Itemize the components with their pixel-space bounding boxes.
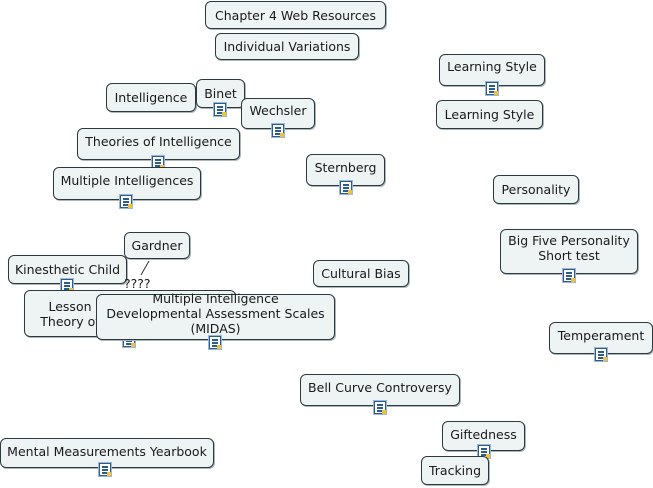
- node-mental-measurements[interactable]: Mental Measurements Yearbook: [0, 438, 214, 468]
- note-icon[interactable]: [272, 124, 284, 137]
- node-personality-label: Personality: [501, 182, 571, 197]
- node-learning-style-2-label: Learning Style: [444, 107, 535, 122]
- node-midas-label: Multiple Intelligence Developmental Asse…: [106, 290, 325, 336]
- note-icon[interactable]: [486, 82, 498, 95]
- node-personality[interactable]: Personality: [493, 175, 579, 204]
- node-lesson-line2: Theory of: [40, 313, 100, 329]
- node-binet-label: Binet: [204, 86, 237, 101]
- node-cultural-bias[interactable]: Cultural Bias: [313, 260, 409, 287]
- node-temperament-label: Temperament: [557, 327, 645, 343]
- node-kinesthetic-child[interactable]: Kinesthetic Child: [8, 255, 127, 284]
- node-gardner-label: Gardner: [131, 238, 183, 253]
- node-theories-of-intelligence-label: Theories of Intelligence: [85, 133, 232, 149]
- node-giftedness-label: Giftedness: [450, 426, 517, 442]
- note-icon[interactable]: [214, 103, 226, 116]
- note-icon[interactable]: [99, 463, 111, 476]
- node-multiple-intelligences[interactable]: Multiple Intelligences: [53, 167, 201, 200]
- node-midas[interactable]: Multiple Intelligence Developmental Asse…: [96, 290, 335, 340]
- node-chapter-title-label: Chapter 4 Web Resources: [215, 7, 376, 23]
- node-learning-style-1[interactable]: Learning Style: [439, 54, 545, 86]
- node-bell-curve[interactable]: Bell Curve Controversy: [300, 374, 460, 406]
- note-icon[interactable]: [340, 181, 352, 194]
- node-mental-measurements-label: Mental Measurements Yearbook: [7, 443, 207, 459]
- node-big-five-label: Big Five Personality Short test: [508, 232, 630, 263]
- node-individual-variations-label: Individual Variations: [223, 39, 351, 54]
- note-icon[interactable]: [120, 195, 132, 208]
- node-wechsler[interactable]: Wechsler: [241, 98, 315, 129]
- node-kinesthetic-child-label: Kinesthetic Child: [14, 262, 121, 277]
- node-learning-style-2[interactable]: Learning Style: [436, 100, 543, 129]
- node-multiple-intelligences-label: Multiple Intelligences: [60, 173, 194, 188]
- node-cultural-bias-label: Cultural Bias: [321, 266, 401, 281]
- node-lesson-line1: Lesson: [48, 298, 92, 314]
- node-intelligence[interactable]: Intelligence: [106, 83, 196, 112]
- gardner-connector: [140, 260, 150, 276]
- node-gardner[interactable]: Gardner: [124, 232, 190, 259]
- note-icon[interactable]: [563, 269, 575, 282]
- node-wechsler-label: Wechsler: [249, 103, 307, 118]
- node-bell-curve-label: Bell Curve Controversy: [308, 379, 452, 395]
- question-marks-annotation: ????: [124, 276, 151, 291]
- node-individual-variations[interactable]: Individual Variations: [215, 33, 359, 60]
- node-intelligence-label: Intelligence: [114, 90, 188, 105]
- note-icon[interactable]: [374, 401, 386, 414]
- node-tracking[interactable]: Tracking: [421, 456, 489, 485]
- node-sternberg-label: Sternberg: [314, 159, 377, 175]
- node-big-five[interactable]: Big Five Personality Short test: [500, 229, 638, 274]
- node-tracking-label: Tracking: [428, 463, 482, 478]
- node-chapter-title[interactable]: Chapter 4 Web Resources: [205, 1, 386, 29]
- node-learning-style-1-label: Learning Style: [447, 58, 537, 74]
- note-icon[interactable]: [209, 336, 221, 349]
- note-icon[interactable]: [595, 348, 607, 361]
